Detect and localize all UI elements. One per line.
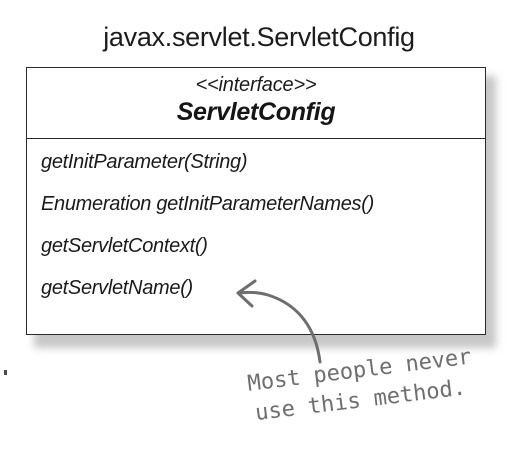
method-get-servlet-context: getServletContext() — [41, 235, 208, 257]
stereotype-label: <<interface>> — [195, 74, 317, 96]
method-get-init-parameter-names: Enumeration getInitParameterNames() — [41, 193, 374, 215]
method-get-init-parameter: getInitParameter(String) — [41, 151, 248, 173]
uml-class-box: <<interface>> ServletConfig getInitParam… — [26, 67, 486, 335]
edge-mark — [4, 370, 7, 375]
arrow-shaft — [238, 290, 322, 364]
package-title: javax.servlet.ServletConfig — [103, 22, 415, 52]
method-list: getInitParameter(String) Enumeration get… — [27, 139, 485, 313]
class-header: <<interface>> ServletConfig — [27, 68, 485, 139]
arrow-head — [236, 279, 257, 308]
class-name: ServletConfig — [176, 98, 336, 126]
method-get-servlet-name: getServletName() — [41, 277, 193, 299]
